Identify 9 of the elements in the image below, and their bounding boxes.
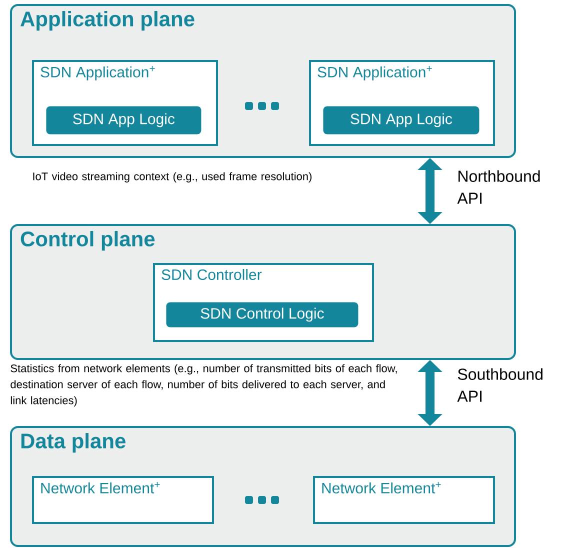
annotation-text: Statistics from network elements (e.g., number of transmitted bits of each flow, destination server of each flow, number of bits delivered to each server, and link latencies) <box>10 364 397 406</box>
logic-box: SDN App Logic <box>46 106 202 134</box>
annotation-text: IoT video streaming context (e.g., used frame resolution) <box>33 172 312 182</box>
logic-box: SDN Control Logic <box>166 302 358 328</box>
component-box: Network Element$^{+}$ <box>32 476 214 524</box>
edge-label: Northbound API <box>457 170 540 204</box>
component-box: Network Element$^{+}$ <box>313 476 495 524</box>
edge-label: Southbound API <box>457 368 542 402</box>
logic-box: SDN App Logic <box>323 106 480 134</box>
